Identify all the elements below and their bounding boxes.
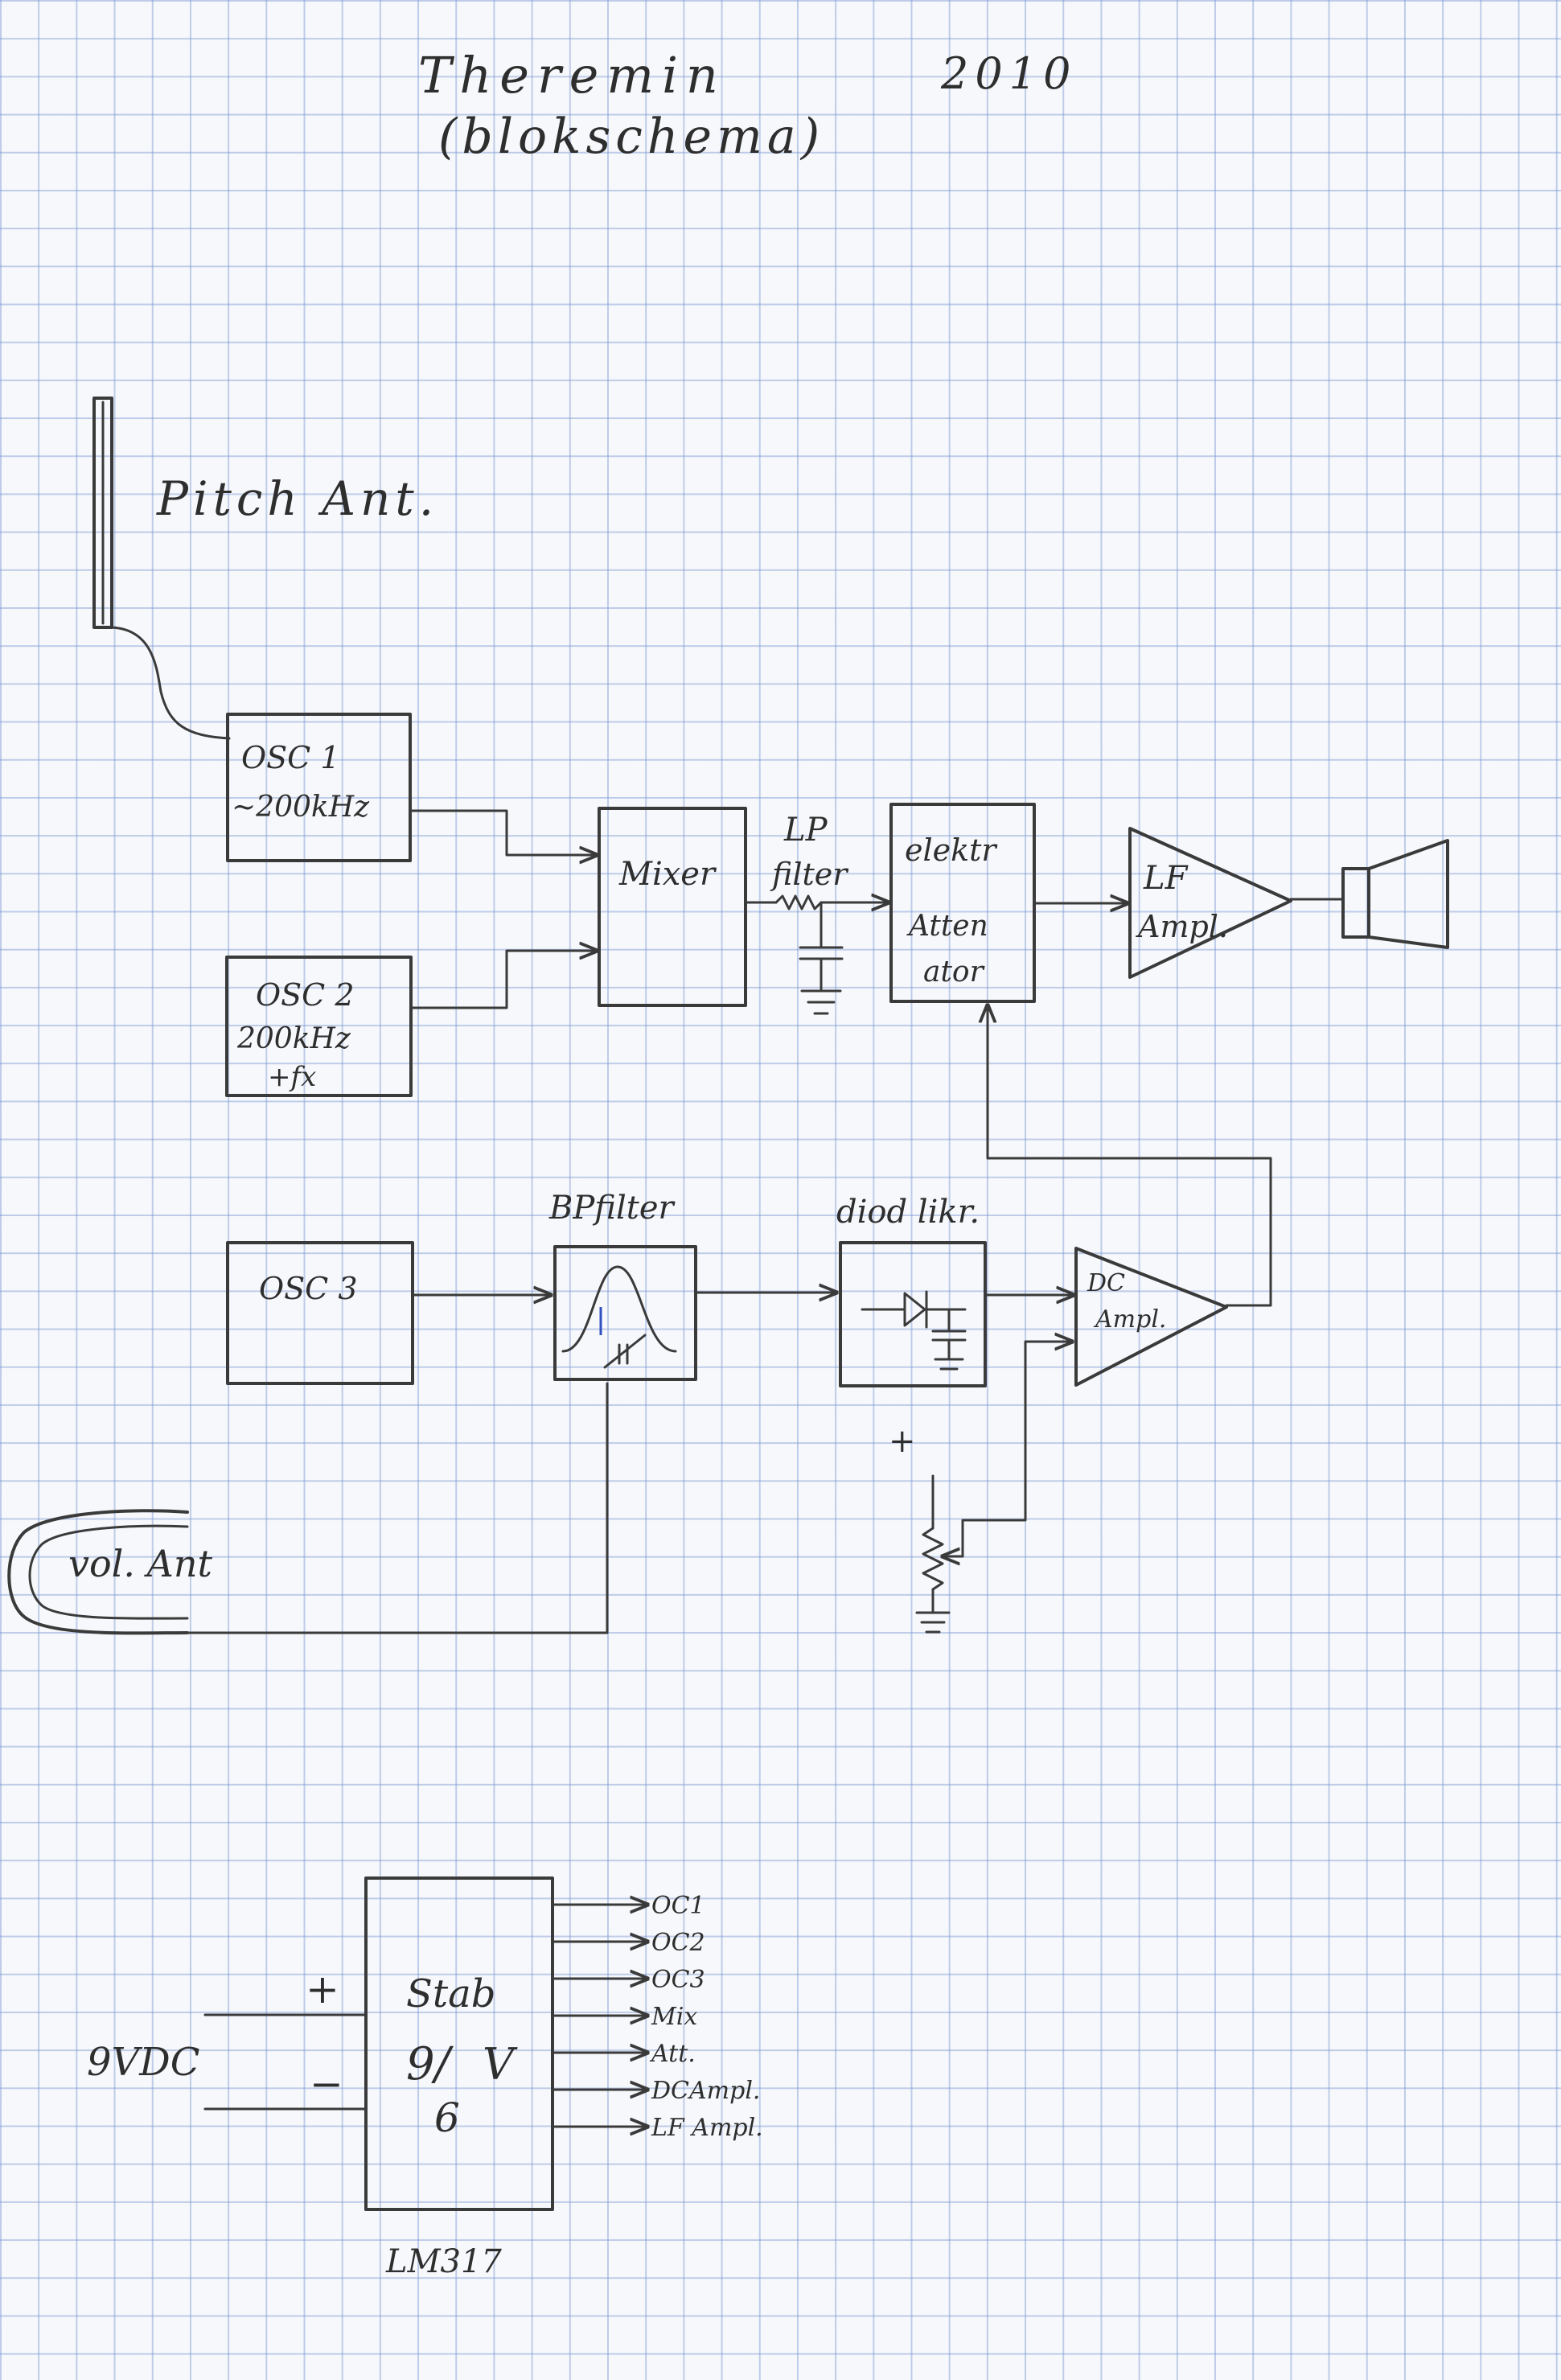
attenuator-label-atten: Atten [906, 910, 988, 943]
lf-amplifier [1128, 827, 1343, 979]
osc2-label: OSC 2 [256, 977, 355, 1013]
title-subtitle: (blokschema) [438, 109, 824, 165]
lp-filter-label-lp: LP [783, 812, 828, 849]
regulator-label-v: V [483, 2039, 518, 2090]
supply-rail-label: Att. [649, 2040, 696, 2068]
lf-amp-label-lf: LF [1143, 860, 1189, 897]
supply-rail-label: Mix [651, 2003, 697, 2031]
diode-detector-block [839, 1241, 987, 1387]
pot-supply-plus: + [889, 1423, 916, 1460]
regulator-part-label: LM317 [385, 2243, 502, 2280]
supply-rail-label: OC3 [651, 1966, 705, 1994]
regulator-label-stab: Stab [406, 1971, 496, 2016]
bp-filter-block [553, 1245, 697, 1381]
loudspeaker-icon [1341, 839, 1449, 949]
lp-filter-label-filter: filter [770, 857, 849, 892]
supply-rail-label: LF Ampl. [651, 2114, 763, 2142]
dc-amp-label-ampl: Ampl. [1093, 1305, 1166, 1334]
attenuator-label-elektr: elektr [905, 832, 998, 868]
control-voltage-wire [988, 1005, 1272, 1307]
supply-rail-label: OC1 [651, 1892, 705, 1920]
regulator-label-6: 6 [434, 2094, 460, 2141]
osc3-block [226, 1241, 414, 1385]
supply-rail-label: DCAmpl. [651, 2077, 760, 2105]
potentiometer-circuit [915, 1342, 1072, 1634]
power-plus-label: + [306, 1966, 339, 2012]
volume-antenna-label: vol. Ant [68, 1542, 212, 1585]
osc1-label: OSC 1 [241, 740, 340, 775]
osc2-block [225, 956, 413, 1097]
regulator-label-9: 9/ [406, 2038, 454, 2090]
bp-filter-label: BPfilter [548, 1190, 676, 1227]
osc1-block [226, 713, 412, 862]
attenuator-label-ator: ator [923, 956, 985, 989]
pitch-antenna-label: Pitch Ant. [156, 471, 438, 526]
osc2-frequency: 200kHz [236, 1022, 351, 1055]
power-input-label: 9VDC [87, 2040, 199, 2085]
voltage-regulator-block [364, 1876, 554, 2211]
title-year: 2010 [940, 48, 1077, 99]
mixer-label: Mixer [618, 856, 717, 893]
osc-to-mixer-wires [409, 809, 597, 1009]
lf-amp-label-ampl: Ampl. [1136, 909, 1228, 944]
title-theremin: Theremin [418, 46, 726, 105]
supply-rail-label: OC2 [651, 1929, 705, 1957]
diode-detector-label: diod likr. [836, 1194, 980, 1231]
mixer-block [598, 807, 747, 1007]
pitch-antenna [92, 397, 231, 740]
lp-filter [744, 896, 889, 1015]
power-minus-label: − [310, 2061, 343, 2107]
osc3-label: OSC 3 [259, 1271, 358, 1306]
dc-amp-label-dc: DC [1087, 1269, 1125, 1297]
osc1-frequency: ~200kHz [232, 791, 370, 824]
volume-antenna [7, 1382, 609, 1635]
osc2-offset: +fx [268, 1061, 316, 1093]
dc-amplifier [1074, 1247, 1228, 1387]
power-input-wires [203, 2013, 368, 2111]
